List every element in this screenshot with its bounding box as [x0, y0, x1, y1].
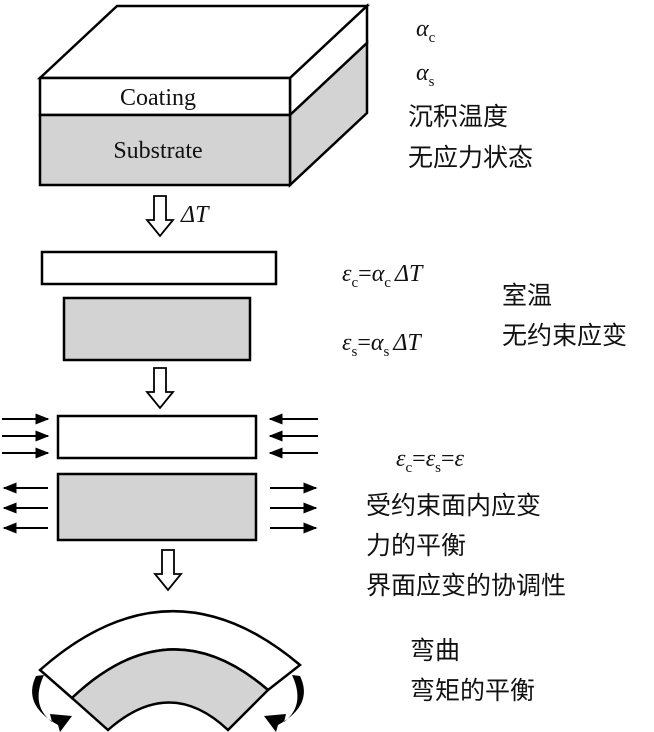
moment-balance-note: 弯矩的平衡	[410, 676, 535, 705]
free-coating-strip	[40, 250, 278, 286]
interface-compatibility-note: 界面应变的协调性	[366, 571, 566, 600]
bending-moment-arrow-right	[264, 675, 304, 732]
bent-substrate-layer	[70, 648, 270, 732]
room-temperature-note: 室温	[502, 281, 552, 310]
substrate-layer-front	[38, 113, 292, 187]
cooling-arrow-1	[145, 195, 175, 238]
stress-free-state-note: 无应力状态	[408, 143, 533, 172]
free-substrate-block	[62, 296, 252, 362]
alpha-s-symbol: αs	[416, 60, 435, 90]
constrained-substrate-block	[56, 472, 258, 542]
delta-t-label: ΔT	[180, 202, 210, 228]
bending-moment-arrow-left	[32, 675, 72, 732]
cooling-arrow-2	[145, 367, 175, 410]
coating-label: Coating	[120, 85, 196, 111]
strain-compatibility-equation: εc=εs=ε	[396, 446, 465, 476]
stage-deposition-block: Coating Substrate	[36, 3, 371, 188]
unconstrained-strain-note: 无约束应变	[502, 321, 627, 350]
deposition-temperature-note: 沉积温度	[408, 102, 508, 131]
substrate-tension-arrows	[2, 482, 318, 534]
bending-arrow	[153, 549, 183, 592]
bent-bilayer	[32, 610, 304, 732]
constrained-coating-strip	[56, 414, 258, 460]
coating-compression-arrows	[2, 413, 318, 459]
alpha-c-symbol: αc	[416, 16, 436, 46]
coating-layer-front	[38, 76, 292, 117]
bending-note: 弯曲	[410, 636, 460, 665]
substrate-label: Substrate	[113, 138, 202, 164]
force-balance-note: 力的平衡	[366, 531, 466, 560]
constrained-strain-note: 受约束面内应变	[366, 491, 541, 520]
